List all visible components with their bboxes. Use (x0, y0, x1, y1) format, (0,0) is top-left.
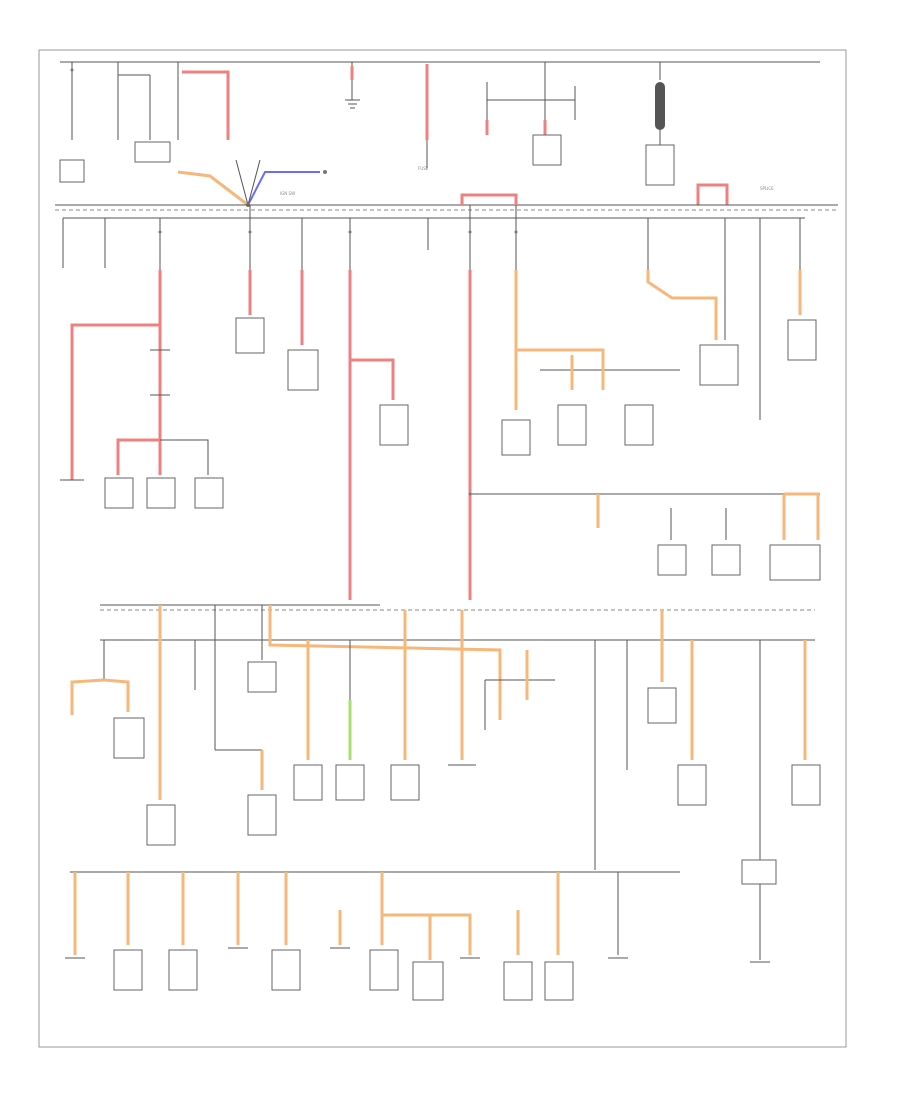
comp-mid-1 (657, 544, 687, 576)
left-red-branch (60, 270, 224, 509)
comp-center-5 (557, 404, 587, 446)
comp-low-6 (390, 764, 420, 801)
comp-left-2 (146, 477, 176, 509)
comp-low-1 (113, 717, 145, 759)
comp-bot-4 (369, 949, 399, 991)
middle-bus (100, 492, 821, 641)
comp-mid-3 (769, 544, 821, 581)
comp-center-3 (379, 404, 409, 446)
relay-box (134, 141, 171, 163)
center-red-branches (235, 270, 817, 600)
comp-low-9 (791, 764, 821, 806)
top-section: IGN SW FUSE SPLICE (59, 61, 820, 207)
right-switch-box (741, 859, 777, 885)
comp-low-4 (293, 764, 323, 801)
svg-text:SPLICE: SPLICE (760, 186, 774, 191)
diagram-frame (38, 49, 847, 1048)
comp-right-relay (699, 344, 739, 386)
bottom-bus (65, 859, 777, 1001)
comp-center-2 (287, 349, 319, 391)
comp-low-7 (647, 687, 677, 724)
comp-low-2 (146, 804, 176, 846)
comp-mid-2 (711, 544, 741, 576)
comp-bot-3 (271, 949, 301, 991)
generator-component (645, 144, 675, 186)
comp-bot-1 (113, 949, 143, 991)
comp-left-3 (194, 477, 224, 509)
fusible-link (655, 82, 665, 130)
comp-center-6 (624, 404, 654, 446)
comp-low-5 (335, 764, 365, 801)
lower-branches (70, 605, 821, 870)
comp-bot-7 (544, 961, 574, 1001)
top-module (532, 134, 562, 166)
comp-center-1 (235, 317, 265, 354)
comp-center-4 (501, 419, 531, 456)
comp-low-3 (247, 661, 277, 693)
starter-component (59, 159, 85, 183)
main-bus (55, 193, 838, 211)
second-row (62, 205, 805, 270)
comp-bot-2 (168, 949, 198, 991)
comp-left-1 (104, 477, 134, 509)
svg-text:FUSE: FUSE (418, 166, 429, 171)
comp-bot-6 (503, 961, 533, 1001)
comp-right-1 (787, 319, 817, 361)
comp-bot-5 (412, 961, 444, 1001)
svg-text:IGN SW: IGN SW (280, 191, 295, 196)
comp-low-8 (677, 764, 707, 806)
comp-low-10 (247, 794, 277, 836)
